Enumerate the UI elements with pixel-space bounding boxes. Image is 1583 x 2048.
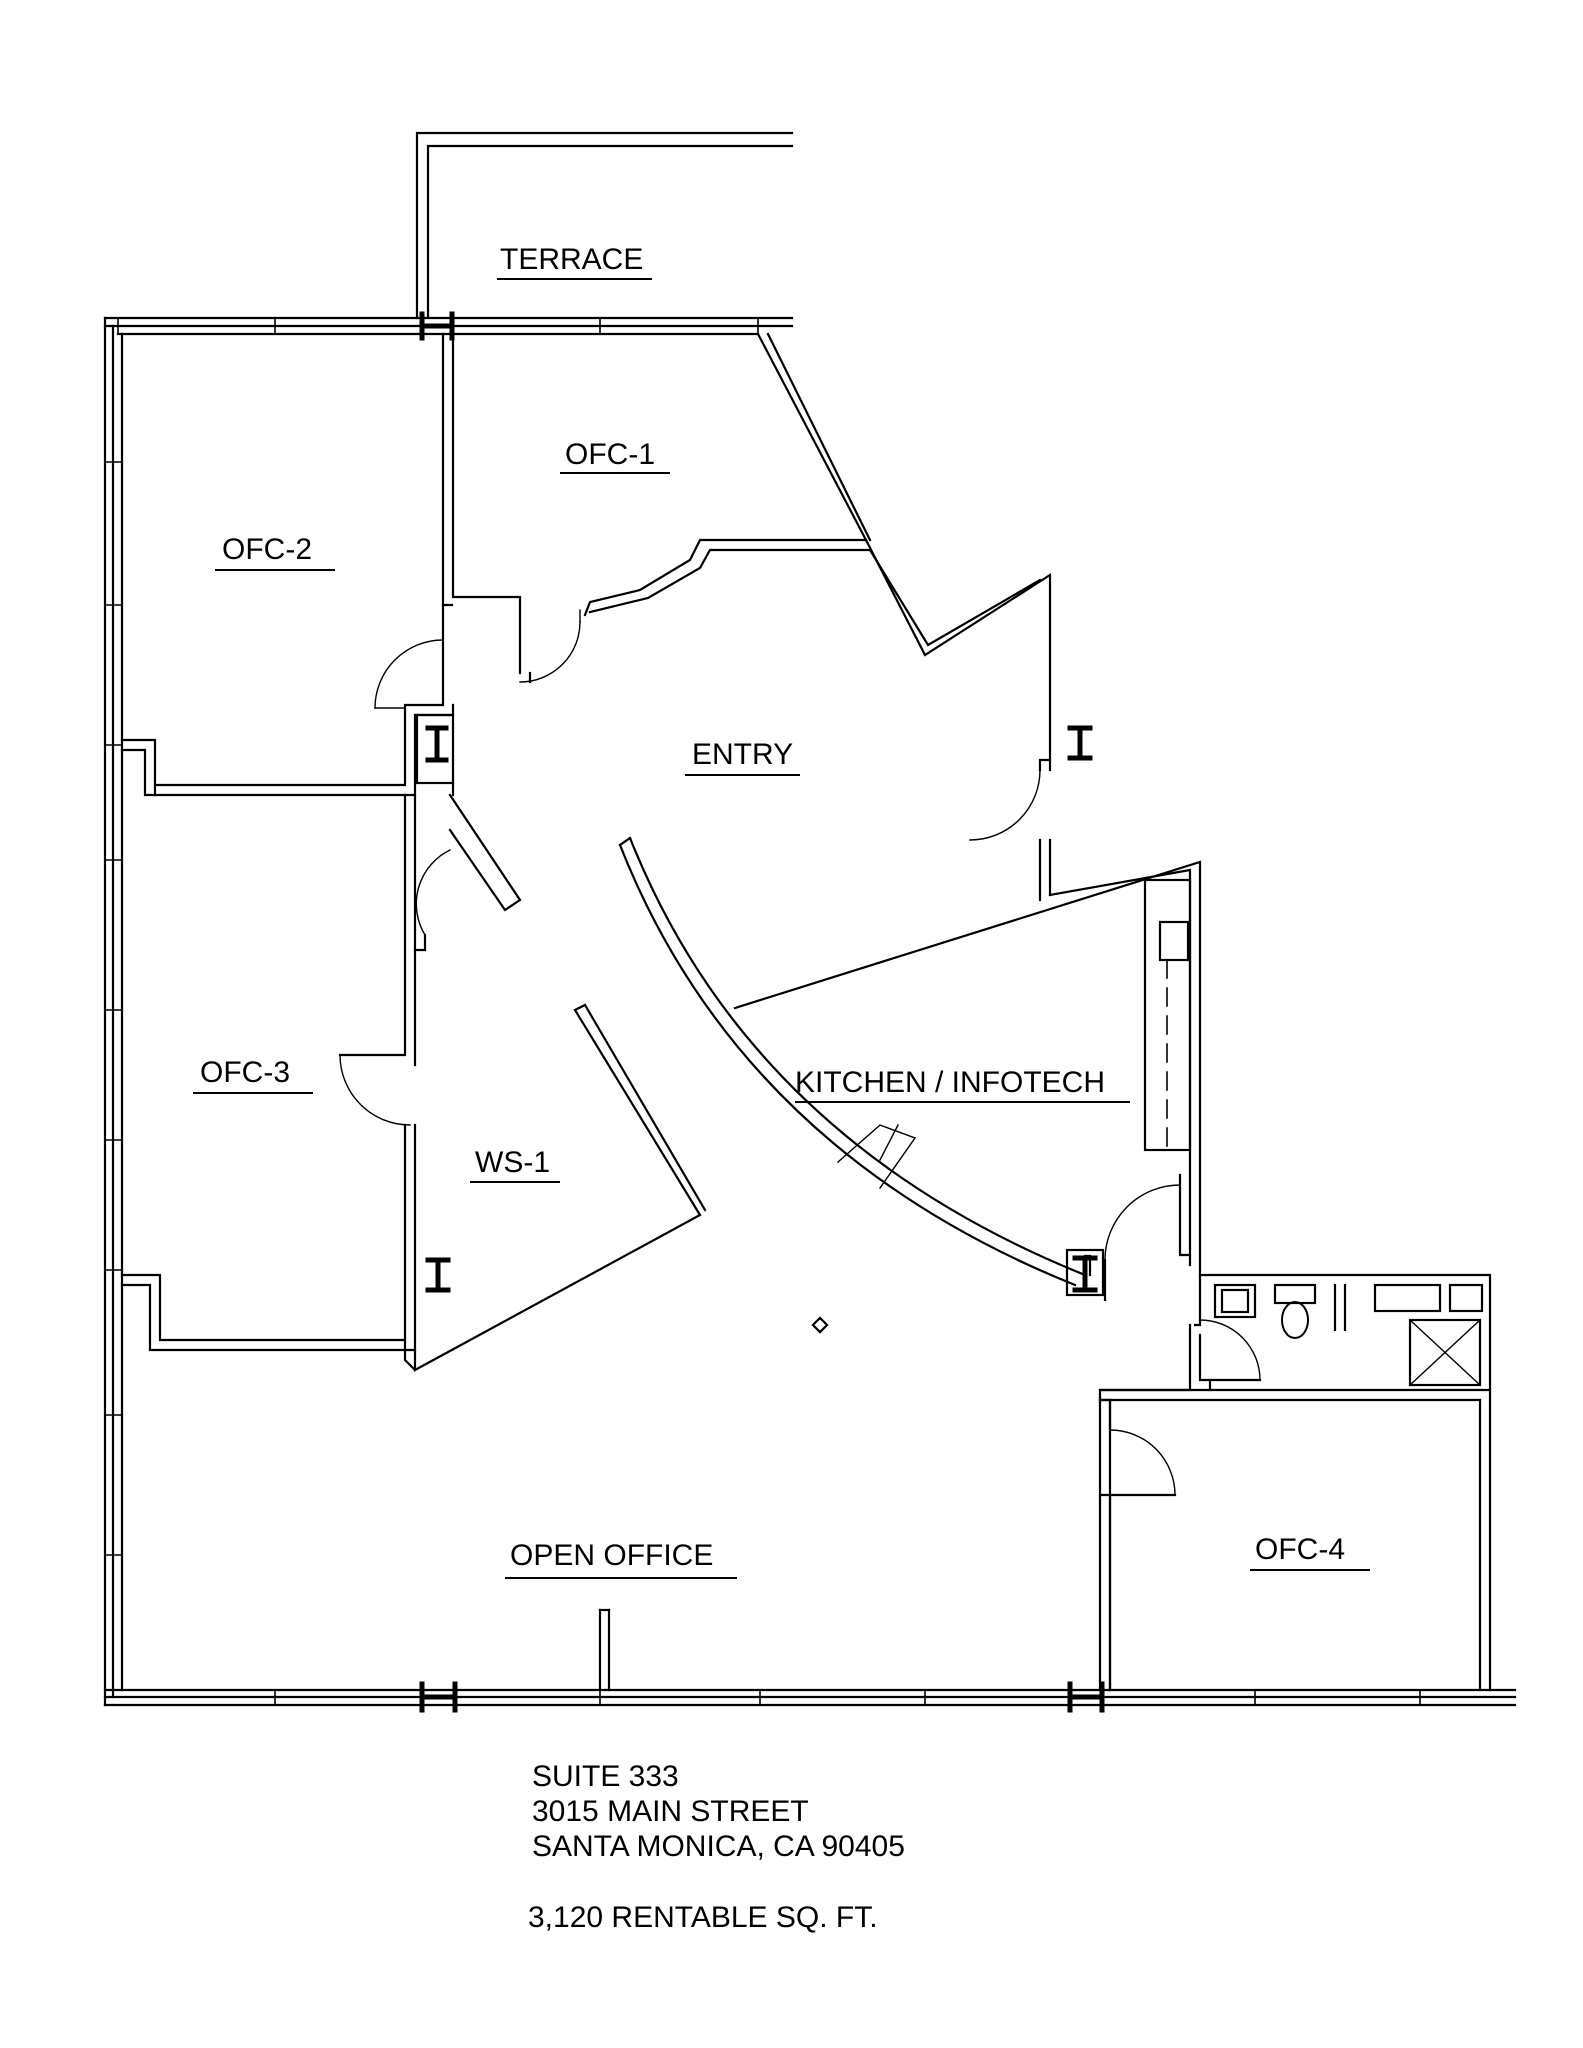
open-office-underline bbox=[505, 1577, 737, 1579]
ofc1-underline bbox=[560, 472, 670, 474]
suite-number: SUITE 333 bbox=[532, 1760, 679, 1793]
ofc4-underline bbox=[1250, 1569, 1370, 1571]
ofc4-label: OFC-4 bbox=[1255, 1533, 1345, 1566]
open-office-label: OPEN OFFICE bbox=[510, 1539, 714, 1572]
entry-door bbox=[969, 725, 1093, 902]
left-exterior-wall bbox=[103, 316, 124, 1707]
ofc4-walls bbox=[1098, 1398, 1177, 1692]
ofc1-label: OFC-1 bbox=[565, 438, 655, 471]
ofc1-walls bbox=[441, 332, 1052, 772]
misc-marks bbox=[598, 1316, 829, 1692]
rentable-area: 3,120 RENTABLE SQ. FT. bbox=[528, 1901, 878, 1934]
ofc2-walls bbox=[120, 603, 455, 797]
terrace-underline bbox=[497, 278, 652, 280]
terrace-outline bbox=[415, 131, 794, 320]
ofc3-underline bbox=[193, 1092, 313, 1094]
terrace-label: TERRACE bbox=[500, 243, 644, 276]
ofc3-ws1-walls bbox=[120, 778, 707, 1372]
bottom-exterior-wall bbox=[103, 1681, 1517, 1713]
kitchen-label: KITCHEN / INFOTECH bbox=[795, 1066, 1106, 1099]
ofc3-label: OFC-3 bbox=[200, 1056, 290, 1089]
restroom bbox=[1098, 1273, 1492, 1692]
ws1-underline bbox=[470, 1181, 560, 1183]
city-state-zip: SANTA MONICA, CA 90405 bbox=[532, 1830, 905, 1863]
kitchen-walls bbox=[618, 836, 1492, 1692]
ofc2-underline bbox=[215, 569, 335, 571]
entry-label: ENTRY bbox=[692, 738, 794, 771]
top-exterior-wall bbox=[103, 311, 794, 341]
kitchen-underline bbox=[795, 1101, 1130, 1103]
street-address: 3015 MAIN STREET bbox=[532, 1795, 809, 1828]
ws1-label: WS-1 bbox=[475, 1146, 550, 1179]
ofc2-label: OFC-2 bbox=[222, 533, 312, 566]
entry-underline bbox=[685, 774, 800, 776]
